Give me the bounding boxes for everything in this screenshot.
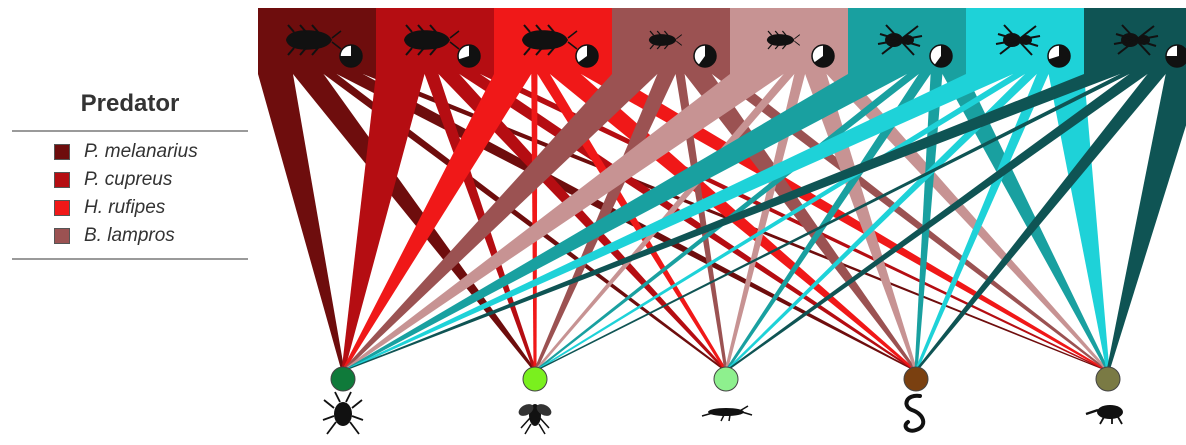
detection-pie bbox=[1165, 44, 1186, 68]
trophic-link bbox=[341, 74, 1121, 371]
predator-node bbox=[258, 8, 376, 74]
prey-circle bbox=[903, 366, 929, 392]
trophic-link bbox=[724, 74, 806, 371]
trophic-link bbox=[341, 74, 425, 371]
spider-icon bbox=[877, 24, 923, 56]
trophic-links bbox=[258, 74, 1186, 371]
trophic-link bbox=[258, 74, 345, 371]
predator-node bbox=[376, 8, 494, 74]
detection-pie bbox=[811, 44, 835, 68]
predator-row bbox=[258, 8, 1186, 74]
prey-node bbox=[1085, 366, 1123, 425]
legend-label: P. melanarius bbox=[84, 141, 198, 162]
prey-node bbox=[903, 366, 929, 433]
predator-node bbox=[612, 8, 730, 74]
trophic-link bbox=[341, 74, 1014, 371]
trophic-link bbox=[1048, 74, 1110, 371]
trophic-link bbox=[1106, 74, 1186, 371]
prey-node bbox=[518, 366, 552, 435]
trophic-link bbox=[537, 74, 728, 371]
detection-pie bbox=[1047, 44, 1071, 68]
legend-item: B. lampros bbox=[54, 222, 248, 250]
prey-row bbox=[322, 366, 1123, 435]
detection-pie bbox=[929, 44, 953, 68]
legend-item: P. melanarius bbox=[54, 138, 248, 166]
legend-label: B. lampros bbox=[84, 225, 175, 246]
trophic-link bbox=[724, 74, 1037, 371]
legend-title: Predator bbox=[80, 90, 180, 117]
legend-item: P. cupreus bbox=[54, 166, 248, 194]
legend-list: P. melanarius P. cupreus H. rufipes B. l… bbox=[12, 132, 248, 258]
legend-swatch bbox=[54, 144, 70, 160]
weevil-icon bbox=[1085, 405, 1123, 425]
detection-pie bbox=[457, 44, 481, 68]
legend-swatch bbox=[54, 172, 70, 188]
trophic-link bbox=[341, 74, 532, 371]
predator-legend: Predator P. melanarius P. cupreus H. ruf… bbox=[12, 80, 248, 260]
legend-swatch bbox=[54, 200, 70, 216]
predator-node bbox=[848, 8, 966, 74]
prey-node bbox=[322, 366, 364, 435]
prey-node bbox=[701, 366, 753, 422]
detection-pie bbox=[339, 44, 363, 68]
carabid-beetle-icon bbox=[522, 24, 578, 56]
carabid-beetle-icon bbox=[404, 24, 460, 56]
small-beetle-icon bbox=[766, 30, 801, 50]
springtail-icon bbox=[701, 405, 753, 422]
prey-circle bbox=[522, 366, 548, 392]
earthworm-icon bbox=[903, 393, 926, 433]
legend-label: H. rufipes bbox=[84, 197, 166, 218]
prey-circle bbox=[1095, 366, 1121, 392]
fly-icon bbox=[518, 404, 552, 435]
carabid-beetle-icon bbox=[286, 24, 342, 56]
trophic-link bbox=[341, 74, 784, 371]
aphid-icon bbox=[322, 391, 364, 435]
trophic-link bbox=[341, 74, 907, 371]
predator-node bbox=[730, 8, 848, 74]
predator-node bbox=[494, 8, 612, 74]
small-beetle-icon bbox=[648, 30, 683, 50]
predator-node bbox=[966, 8, 1084, 74]
legend-bottom-rule bbox=[12, 258, 248, 260]
detection-pie bbox=[575, 44, 599, 68]
prey-circle bbox=[330, 366, 356, 392]
legend-top-rule bbox=[12, 130, 248, 132]
trophic-link bbox=[341, 74, 658, 371]
trophic-link bbox=[724, 74, 1148, 371]
legend-label: P. cupreus bbox=[84, 169, 173, 190]
predator-node bbox=[1084, 8, 1186, 74]
legend-item: H. rufipes bbox=[54, 194, 248, 222]
trophic-link bbox=[533, 74, 1130, 371]
trophic-link bbox=[914, 74, 1049, 371]
spider-icon bbox=[995, 24, 1041, 56]
prey-circle bbox=[713, 366, 739, 392]
detection-pie bbox=[693, 44, 717, 68]
legend-swatch bbox=[54, 228, 70, 244]
trophic-link bbox=[914, 74, 1166, 371]
trophic-link bbox=[942, 74, 1110, 371]
trophic-link bbox=[675, 74, 728, 371]
trophic-link bbox=[323, 74, 728, 371]
spider-icon bbox=[1113, 24, 1159, 56]
